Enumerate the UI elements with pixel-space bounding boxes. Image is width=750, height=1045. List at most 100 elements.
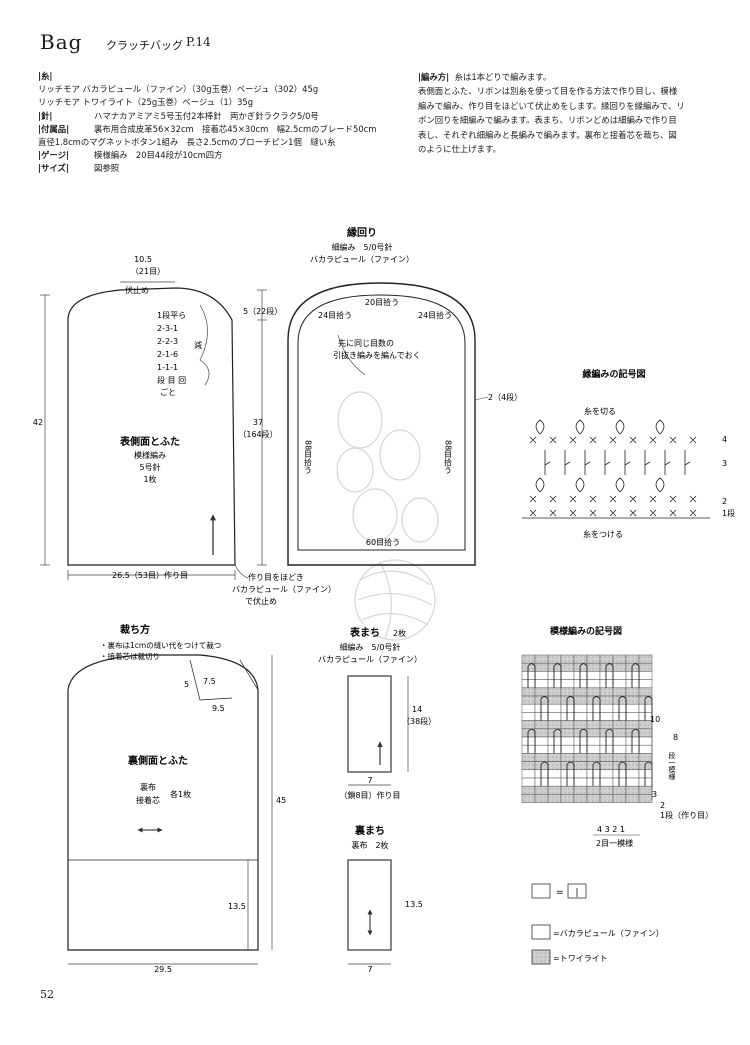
pattern-grid-cell (573, 671, 588, 680)
needle-text: ハマナカアミアミ5号玉付2本棒針 両かぎ針ラクラク5/0号 (94, 110, 319, 121)
pattern-grid-cell (560, 728, 575, 738)
pattern-grid-cell (521, 679, 536, 689)
pattern-grid-cell (625, 687, 640, 697)
pattern-grid-cell (547, 695, 562, 705)
pattern-grid-cell (612, 744, 627, 754)
pattern-grid-cell (638, 687, 653, 697)
pattern-grid-cell (599, 687, 614, 697)
pattern-grid-cell (612, 703, 627, 713)
pattern-grid-cell (612, 720, 627, 730)
pattern-grid-cell (560, 703, 575, 713)
back-gusset-width: 7 (367, 965, 372, 974)
pattern-grid-cell (547, 753, 562, 762)
front-panel-diagram: 10.5 （21目） 伏止め 1段平ら 2-3-1 2-2-3 2-1-6 1-… (33, 255, 336, 606)
pattern-grid-cell (586, 753, 601, 762)
watermark-cactus-icon (336, 391, 439, 641)
pattern-grid-cell (560, 785, 575, 795)
legend: = | =バカラピュール（ファイン） =トワイライト (531, 883, 664, 965)
pattern-grid-cell (586, 744, 601, 754)
cutting-fabric-2: 接着芯 (136, 795, 160, 805)
pattern-grid-cell (560, 662, 575, 672)
pattern-grid-cell (612, 728, 627, 738)
front-dec-row-5: 1-1-1 (157, 363, 178, 372)
yarn-line-1: リッチモア バカラピュール（ファイン）（30g玉巻）ベージュ（302）45g (38, 84, 319, 95)
cutting-fabric-1: 裏布 (140, 782, 156, 792)
pattern-grid-cell (547, 794, 562, 803)
pattern-grid-cell (638, 794, 653, 803)
front-gusset-count: 2枚 (393, 628, 406, 638)
pattern-grid-cell (586, 654, 601, 664)
front-height-total: 42 (33, 418, 43, 427)
pattern-grid-cell (534, 679, 549, 689)
front-gusset-sub-1: 細編み 5/0号針 (340, 642, 401, 652)
pattern-grid-cell (534, 703, 549, 713)
pattern-grid-cell (573, 794, 588, 803)
pattern-grid-cell (599, 785, 614, 795)
slip-stitch-symbol (579, 663, 588, 688)
edge-chart-title: 縁編みの記号図 (582, 368, 645, 380)
cutting-note-1: ・裏布は1cmの縫い代をつけて裁つ (100, 640, 221, 650)
pattern-grid-cell (521, 777, 536, 787)
pattern-grid-cell (573, 679, 588, 689)
pattern-grid-cell (625, 769, 640, 779)
method-line-4: 表し、それぞれ細編みと長編みで編みます。裏布と接着芯を裁ち、図 (418, 129, 677, 140)
pattern-grid-cell (521, 785, 536, 795)
legend-eq: = (556, 888, 564, 898)
pattern-grid-cell (625, 785, 640, 795)
pattern-grid-cell (638, 744, 653, 754)
pattern-grid-cell (586, 794, 601, 803)
pattern-row-3: 3 (652, 790, 657, 799)
legend-white-label: =バカラピュール（ファイン） (553, 929, 664, 938)
pattern-grid-cell (586, 712, 601, 721)
pattern-grid-cell (547, 777, 562, 787)
cutting-dim-5: 5 (184, 680, 189, 689)
border-rows: 2（4段） (488, 392, 522, 402)
pattern-grid-cell (534, 654, 549, 664)
page-subtitle: クラッチバッグ (106, 39, 183, 52)
front-panel-stitch: 模様編み (134, 450, 166, 460)
slip-stitch-symbol (644, 696, 653, 721)
front-gusset-height: 14 (412, 705, 422, 714)
front-gusset-title: 表まち (349, 626, 380, 639)
pattern-grid-cell (625, 679, 640, 689)
pattern-grid-cell (521, 671, 536, 680)
slip-stitch-symbol (618, 696, 627, 721)
back-gusset-height: 13.5 (405, 900, 423, 909)
pattern-grid-cell (521, 736, 536, 746)
back-gusset-title: 裏まち (354, 824, 385, 837)
pattern-grid-cell (638, 662, 653, 672)
pattern-grid-cell (625, 695, 640, 705)
pattern-grid-cell (586, 671, 601, 680)
pattern-grid-cell (560, 769, 575, 779)
pattern-grid-cell (521, 703, 536, 713)
edge-cut-yarn: 糸を切る (584, 406, 616, 416)
pattern-grid-cell (547, 687, 562, 697)
pattern-grid-cell (599, 777, 614, 787)
yarn-line-2: リッチモア トワイライト（25g玉巻）ベージュ（1）35g (38, 97, 254, 108)
front-gusset-chain: （鎖8目）作り目 (339, 790, 400, 800)
pattern-grid-cell (560, 687, 575, 697)
pattern-grid-cell (599, 695, 614, 705)
pattern-grid-cell (560, 744, 575, 754)
pattern-grid-cell (547, 761, 562, 771)
pattern-grid-cell (560, 679, 575, 689)
pattern-grid-cell (534, 744, 549, 754)
front-dec-label: 減 (194, 340, 202, 350)
front-gusset-sub-2: バカラピュール（ファイン） (318, 655, 422, 664)
pattern-grid-cell (534, 712, 549, 721)
front-gusset-diagram: 表まち 2枚 細編み 5/0号針 バカラピュール（ファイン） 14 （38段） … (318, 626, 436, 800)
back-gusset-sub: 裏布 2枚 (351, 840, 388, 850)
pattern-row-10: 10 (650, 715, 660, 724)
pattern-grid-cell (586, 720, 601, 730)
needle-label: |針| (38, 110, 53, 121)
pattern-grid-cell (612, 687, 627, 697)
pattern-grid-cell (573, 695, 588, 705)
front-dec-row-6: 段 目 回 (157, 375, 186, 385)
pattern-row-8: 8 (673, 733, 678, 742)
pattern-grid-cell (547, 720, 562, 730)
pattern-grid-cell (547, 679, 562, 689)
legend-knit-swatch (531, 883, 551, 899)
front-dec-row-7: ごと (160, 387, 176, 397)
pattern-grid-cell (625, 671, 640, 680)
front-top-width: 10.5 (134, 255, 152, 264)
